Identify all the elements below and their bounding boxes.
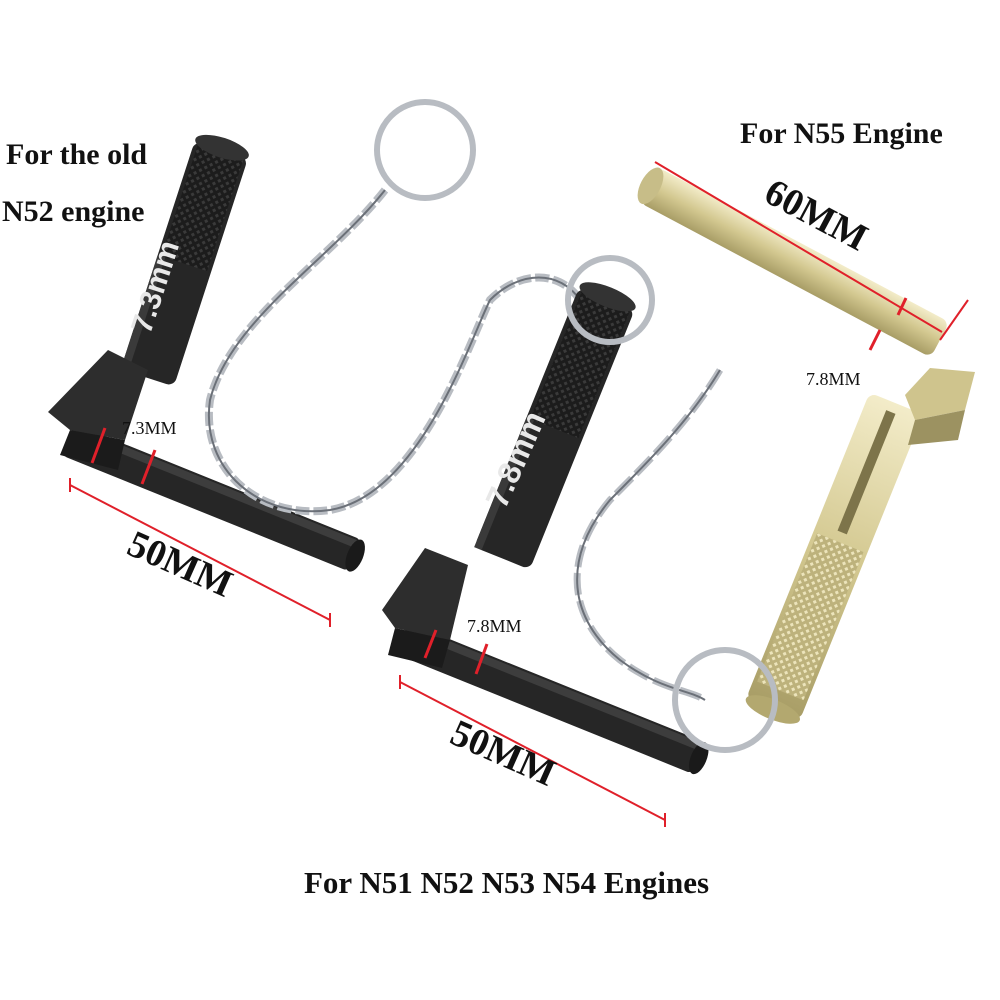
left-pin-shaft [63,425,365,572]
left-chain [204,99,584,516]
caption-old-n52-line1: For the old [6,138,148,171]
caption-n51-n54-engines: For N51 N52 N53 N54 Engines [304,865,710,900]
middle-diameter-label: 7.8MM [467,616,522,636]
right-locking-pin-tool [637,167,975,753]
left-block [48,350,148,470]
middle-pin-shaft [397,624,709,775]
caption-old-n52-line2: N52 engine [2,195,145,228]
caption-n55-engine: For N55 Engine [740,117,943,150]
right-block [905,368,975,445]
middle-key-ring [565,255,655,345]
left-diameter-label: 7.3MM [122,418,177,438]
middle-chain [565,255,724,704]
left-diameter-mark-b [140,449,157,485]
left-diameter-mark-a [90,427,107,464]
right-handle [745,395,921,724]
middle-handle [474,282,636,568]
left-key-ring [374,99,476,201]
middle-length-line [399,681,666,821]
right-diameter-label: 7.8MM [806,369,861,389]
middle-length-label: 50MM [444,712,561,795]
left-length-line [69,484,331,621]
left-handle [120,134,249,385]
left-length-label: 50MM [121,523,238,606]
middle-locking-pin-tool: 7.8mm [382,282,709,775]
right-pin-shaft [637,167,947,355]
right-length-line [654,161,943,333]
right-key-ring [672,647,778,753]
left-locking-pin-tool: 7.3mm [48,134,365,572]
middle-block [382,548,468,668]
